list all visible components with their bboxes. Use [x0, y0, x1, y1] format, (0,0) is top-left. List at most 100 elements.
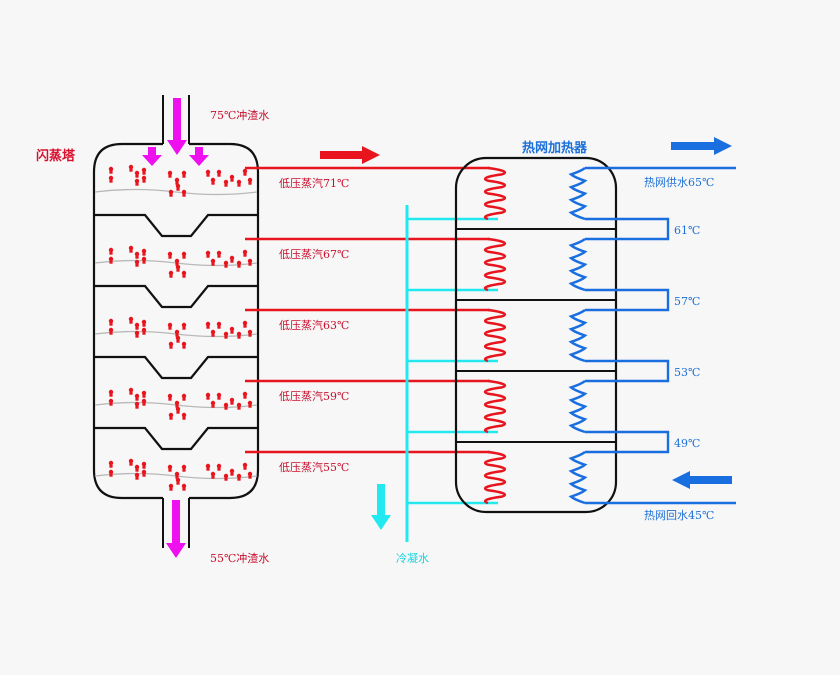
droplet-icon [134, 259, 140, 267]
droplet-icon [175, 183, 181, 191]
flash-tower [92, 95, 260, 558]
droplet-icon [247, 258, 253, 266]
heater-title: 热网加热器 [522, 140, 588, 156]
interstage-water-loop [585, 359, 670, 383]
droplet-icon [205, 321, 211, 329]
return-flow-arrow-icon [672, 471, 732, 489]
water-coil [568, 238, 588, 292]
water-coil [568, 451, 588, 505]
droplet-icon [174, 329, 180, 337]
arrow-down-icon [189, 147, 209, 166]
droplet-icon [210, 329, 216, 337]
flash-droplets [108, 164, 253, 491]
steam-coil [483, 237, 507, 292]
droplet-icon [134, 178, 140, 186]
steam-label: 低压蒸汽67℃ [279, 247, 349, 261]
droplet-icon [175, 477, 181, 485]
droplet-icon [134, 330, 140, 338]
condensate-flow-arrow-icon [371, 484, 391, 530]
droplet-icon [181, 412, 187, 420]
droplet-icon [229, 255, 235, 263]
droplet-icon [181, 322, 187, 330]
droplet-icon [168, 341, 174, 349]
droplet-icon [141, 256, 147, 264]
droplet-icon [134, 464, 140, 472]
stage-tray [94, 213, 258, 238]
intermediate-temp-label: 57℃ [674, 295, 700, 308]
droplet-icon [167, 393, 173, 401]
droplet-icon [108, 166, 114, 174]
steam-coil [483, 308, 507, 363]
droplet-icon [108, 175, 114, 183]
droplet-icon [141, 327, 147, 335]
droplet-icon [229, 468, 235, 476]
steam-coil [483, 450, 507, 505]
droplet-icon [167, 322, 173, 330]
flash-tower-vessel [92, 142, 260, 500]
condensate-header [405, 205, 498, 542]
condensate-label: 冷凝水 [396, 551, 429, 565]
arrow-down-icon [167, 98, 187, 155]
droplet-icon [242, 391, 248, 399]
droplet-icon [167, 464, 173, 472]
droplet-icon [141, 398, 147, 406]
slag-water-inlet-arrows [142, 98, 209, 166]
droplet-icon [108, 327, 114, 335]
droplet-icon [223, 260, 229, 268]
droplet-icon [229, 397, 235, 405]
droplet-icon [205, 169, 211, 177]
droplet-icon [141, 175, 147, 183]
droplet-icon [181, 393, 187, 401]
droplet-icon [236, 331, 242, 339]
droplet-icon [175, 335, 181, 343]
droplet-icon [168, 412, 174, 420]
droplet-icon [242, 462, 248, 470]
steam-label: 低压蒸汽71℃ [279, 176, 349, 190]
intermediate-temp-label: 49℃ [674, 437, 700, 450]
droplet-icon [141, 319, 147, 327]
droplet-icon [168, 270, 174, 278]
stage-partitions [94, 213, 258, 451]
droplet-icon [242, 249, 248, 257]
droplet-icon [108, 247, 114, 255]
droplet-icon [167, 170, 173, 178]
droplet-icon [205, 392, 211, 400]
droplet-icon [247, 471, 253, 479]
droplet-icon [210, 400, 216, 408]
heater-vessel [454, 156, 618, 514]
steam-label: 低压蒸汽63℃ [279, 318, 349, 332]
droplet-icon [134, 322, 140, 330]
droplet-icon [128, 458, 134, 466]
stage-tray [94, 284, 258, 309]
droplet-icon [128, 387, 134, 395]
droplet-icon [108, 460, 114, 468]
droplet-icon [134, 393, 140, 401]
water-coil [568, 309, 588, 363]
steam-flow-arrow-icon [320, 146, 380, 164]
droplet-icon [141, 469, 147, 477]
droplet-icon [108, 398, 114, 406]
droplet-icon [223, 473, 229, 481]
droplet-icon [229, 174, 235, 182]
droplet-icon [247, 177, 253, 185]
droplet-icon [174, 471, 180, 479]
droplet-icon [168, 189, 174, 197]
inlet-label: 75℃冲渣水 [210, 108, 269, 122]
supply-flow-arrow-icon [671, 137, 732, 155]
droplet-icon [141, 167, 147, 175]
water-coil [568, 380, 588, 434]
droplet-icon [174, 400, 180, 408]
droplet-icon [181, 341, 187, 349]
slag-water-outlet-arrow-icon [166, 500, 186, 558]
stage-tray [94, 355, 258, 380]
steam-label: 低压蒸汽59℃ [279, 389, 349, 403]
droplet-icon [181, 170, 187, 178]
droplet-icon [134, 401, 140, 409]
steam-lines [245, 166, 490, 454]
droplet-icon [175, 406, 181, 414]
steam-label: 低压蒸汽55℃ [279, 460, 349, 474]
droplet-icon [236, 402, 242, 410]
droplet-icon [205, 250, 211, 258]
supply-label: 热网供水65℃ [644, 175, 714, 189]
